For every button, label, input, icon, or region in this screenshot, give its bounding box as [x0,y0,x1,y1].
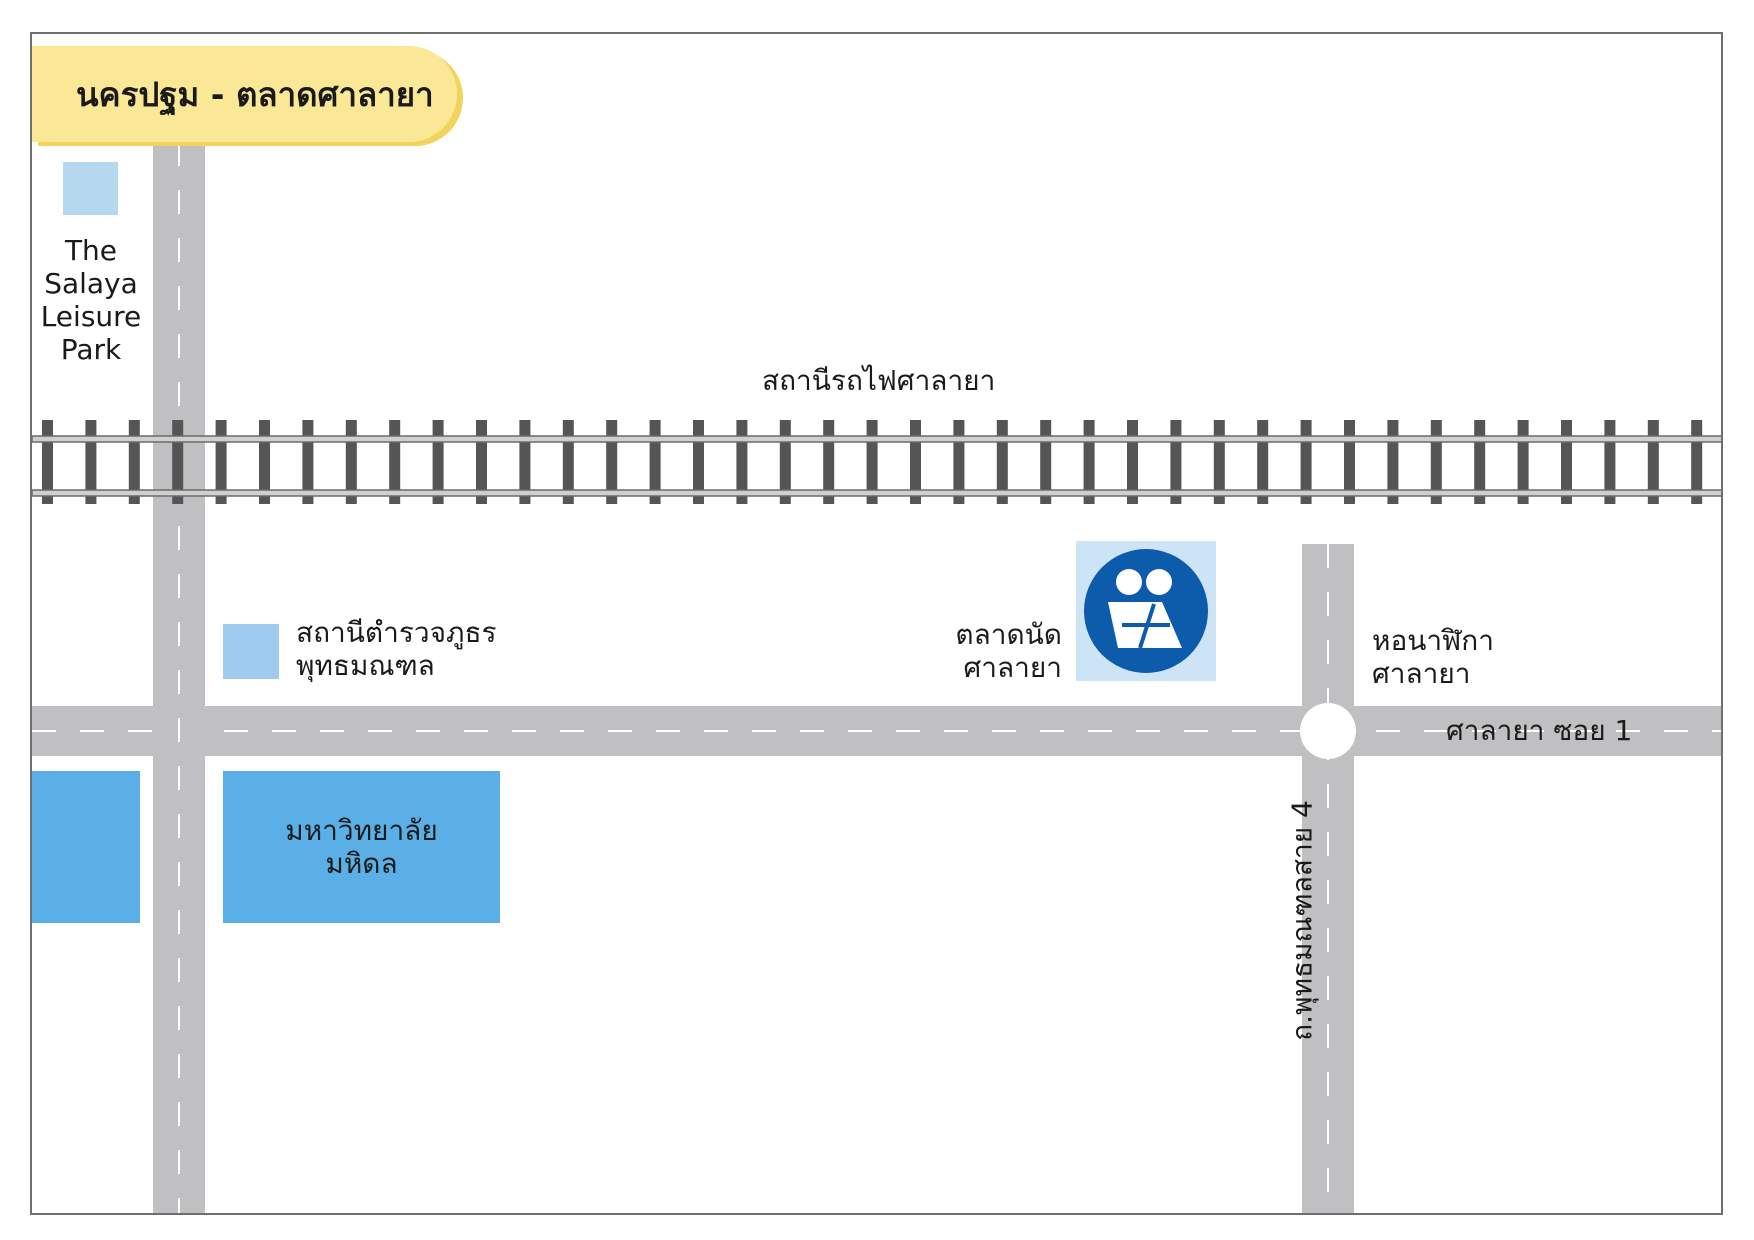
railway-tie [215,420,227,504]
railway-tie [996,420,1008,504]
railway-tie [172,420,184,504]
railway-tie [345,420,357,504]
railway-tie [562,420,574,504]
railway-tie [1127,420,1138,504]
phutthamonthon-sai-4-label: ถ.พุทธมณฑลสาย 4 [1285,800,1319,1041]
road-salaya-soi-1 [32,706,1721,756]
railway-tie [1170,420,1182,504]
salaya-soi-1-label: ศาลายา ซอย 1 [1446,714,1633,747]
railway-tie [1387,420,1399,504]
page-title: นครปฐม - ตลาดศาลายา [32,46,457,142]
railway-tie [476,420,487,504]
railway-tie [128,420,140,504]
railway-tie [910,420,921,504]
railway-tie [1604,420,1616,504]
market-label: ตลาดนัด ศาลายา [955,618,1062,684]
railway-tie [389,420,401,504]
railway-track [32,420,1721,504]
road-left-vertical [153,142,205,1213]
railway-tie [1691,420,1703,504]
railway-tie [866,420,878,504]
railway-tie [1300,420,1312,504]
railway-tie [693,420,704,504]
railway-tie [1517,420,1529,504]
leisure-park-label: The Salaya Leisure Park [40,234,142,366]
map-canvas [32,142,1721,1213]
railway-tie [42,420,53,504]
railway-tie [1083,420,1095,504]
railway-tie [259,420,270,504]
clock-tower-label: หอนาฬิกา ศาลายา [1372,624,1494,690]
map-frame: นครปฐม - ตลาดศาลายา The Salaya Leisure P… [30,32,1723,1215]
railway-tie [85,420,97,504]
railway-tie [1430,420,1442,504]
building-left [32,771,140,923]
railway-tie [606,420,618,504]
railway-rail [32,489,1721,497]
railway-tie [823,420,835,504]
railway-tie [302,420,314,504]
police-station-marker [223,624,279,679]
railway-tie [1561,420,1572,504]
railway-tie [519,420,531,504]
railway-tie [736,420,748,504]
railway-tie [779,420,791,504]
railway-rail [32,435,1721,443]
railway-tie [432,420,444,504]
railway-station-label: สถานีรถไฟศาลายา [762,364,996,397]
railway-tie [1040,420,1052,504]
market-couple-icon [1076,541,1216,681]
railway-tie [1213,420,1225,504]
roundabout-icon [1300,703,1356,759]
railway-tie [1257,420,1269,504]
railway-tie [1647,420,1659,504]
railway-tie [649,420,661,504]
leisure-park-marker [63,162,118,215]
university-label: มหาวิทยาลัย มหิดล [285,814,438,880]
railway-tie [1474,420,1486,504]
police-station-label: สถานีตำรวจภูธร พุทธมณฑล [296,616,497,682]
railway-tie [1344,420,1355,504]
university-building: มหาวิทยาลัย มหิดล [223,771,500,923]
road-phutthamonthon-sai-4 [1302,544,1354,1213]
railway-tie [953,420,965,504]
